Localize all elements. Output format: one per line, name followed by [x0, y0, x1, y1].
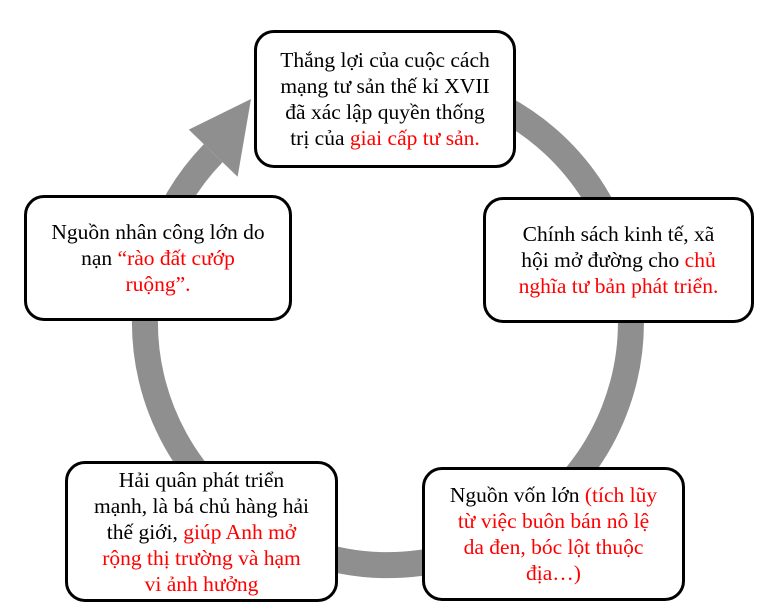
node-capital-source: Nguồn vốn lớn (tích lũy từ việc buôn bán…	[422, 467, 685, 601]
node-economic-policy: Chính sách kinh tế, xã hội mở đường cho …	[483, 197, 754, 323]
node-labor-source-text: Nguồn nhân công lớn do nạn “rào đất cướp…	[51, 220, 265, 296]
node-revolution-victory-text: Thắng lợi của cuộc cách mạng tư sản thế …	[280, 48, 490, 150]
node-labor-source: Nguồn nhân công lớn do nạn “rào đất cướp…	[24, 195, 292, 321]
cycle-arrowhead-icon	[188, 99, 251, 177]
node-revolution-victory: Thắng lợi của cuộc cách mạng tư sản thế …	[254, 30, 516, 168]
node-capital-source-text: Nguồn vốn lớn (tích lũy từ việc buôn bán…	[449, 483, 658, 585]
node-navy-power: Hải quân phát triển mạnh, là bá chủ hàng…	[65, 461, 338, 602]
node-economic-policy-text: Chính sách kinh tế, xã hội mở đường cho …	[518, 222, 719, 298]
node-navy-power-text: Hải quân phát triển mạnh, là bá chủ hàng…	[94, 467, 309, 596]
